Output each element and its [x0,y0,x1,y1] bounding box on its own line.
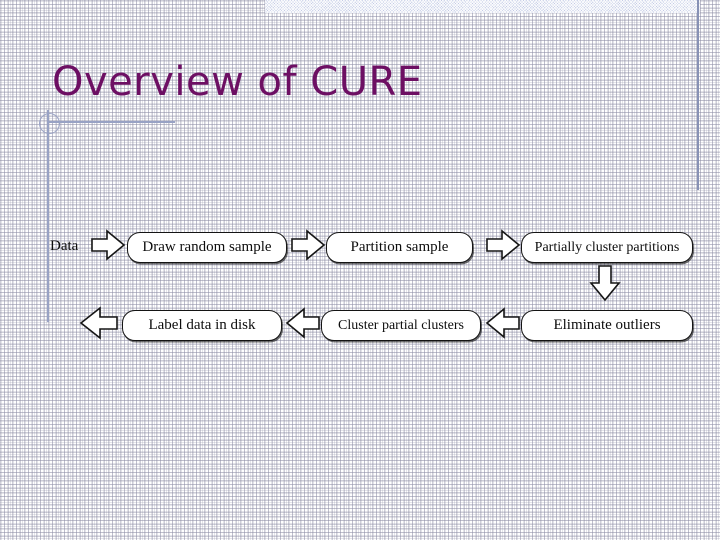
node-label: Partition sample [350,239,449,255]
node-label: Cluster partial clusters [338,317,464,333]
vertical-rule-left-icon [47,110,49,322]
arrow-eliminate-to-cluster-icon [485,306,521,340]
title-circle-icon [39,113,60,134]
node-draw-random-sample[interactable]: Draw random sample [127,232,287,263]
page-title: Overview of CURE [52,59,423,105]
node-eliminate-outliers[interactable]: Eliminate outliers [521,310,693,341]
header-band [265,0,700,13]
arrow-draw-to-partition-icon [290,228,326,262]
arrow-label-to-output-icon [79,306,119,340]
node-label: Label data in disk [148,317,256,333]
node-label: Draw random sample [142,239,272,255]
node-partially-cluster-partitions[interactable]: Partially cluster partitions [521,232,693,263]
cure-flow-diagram: Data Draw random sample Partition sample… [45,218,695,353]
node-label-data-in-disk[interactable]: Label data in disk [122,310,282,341]
arrow-partially-to-eliminate-icon [588,264,622,302]
title-underline-icon [47,121,175,123]
arrow-partition-to-partially-icon [485,228,521,262]
flow-start-label: Data [50,238,79,254]
arrow-cluster-to-label-icon [285,306,321,340]
vertical-rule-right-icon [697,0,699,190]
node-label: Eliminate outliers [553,317,661,333]
node-partition-sample[interactable]: Partition sample [326,232,473,263]
node-cluster-partial-clusters[interactable]: Cluster partial clusters [321,310,481,341]
node-label: Partially cluster partitions [534,239,680,255]
arrow-data-to-draw-icon [90,228,126,262]
